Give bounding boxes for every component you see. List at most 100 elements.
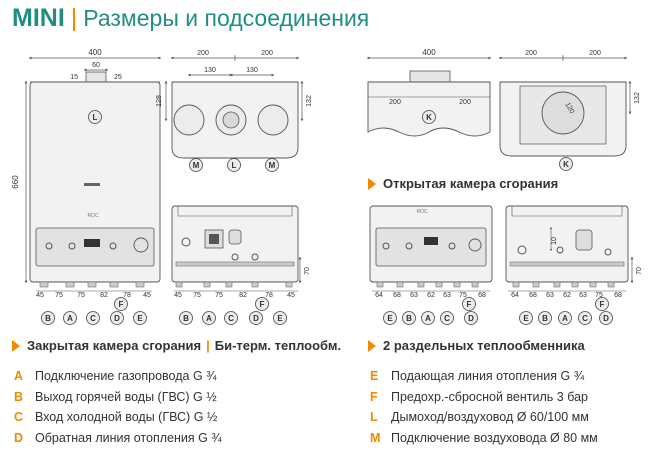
dim-15-label: 15	[70, 74, 78, 81]
legend-item: F Предохр.-сбросной вентиль 3 бар	[370, 387, 598, 408]
legend-text: Предохр.-сбросной вентиль 3 бар	[391, 389, 588, 404]
open-dim-200a-label: 200	[389, 99, 401, 106]
b2-dim-10-label: 10	[551, 237, 558, 245]
badge-l-front: L	[93, 113, 98, 122]
f2-dim-63b-label: 63	[443, 292, 451, 299]
b2-dim-75-label: 75	[595, 292, 603, 299]
b2-dim-63-label: 63	[546, 292, 554, 299]
dim-25-label: 25	[114, 74, 122, 81]
b2-dim-70-label: 70	[636, 267, 643, 275]
badge-d-1: D	[114, 314, 120, 323]
top-dim-200a-label: 200	[197, 50, 209, 57]
heading-closed-separator: |	[206, 338, 210, 353]
display-screen	[84, 239, 100, 247]
badge-f-3: F	[467, 300, 472, 309]
legend-letter: C	[14, 410, 24, 425]
legend-right: E Подающая линия отопления G ¾ F Предохр.-…	[370, 366, 598, 448]
bottom-dim-45a-label: 45	[174, 292, 182, 299]
page-title: MINI | Размеры и подсоединения	[12, 4, 369, 34]
b2-dim-62-label: 62	[563, 292, 571, 299]
dim-78a-label: 78	[123, 292, 131, 299]
badge-a-2: A	[206, 314, 212, 323]
legend-text: Выход горячей воды (ГВС) G ½	[35, 389, 217, 404]
flue-pipe	[85, 71, 107, 83]
bottom-dim-82-label: 82	[239, 292, 247, 299]
top-dim-130b-label: 130	[246, 67, 258, 74]
f2-dim-63-label: 63	[410, 292, 418, 299]
dim-75a-label: 75	[55, 292, 63, 299]
dim-45a-label: 45	[36, 292, 44, 299]
open-dim-400-label: 400	[422, 48, 436, 57]
dim-60-label: 60	[92, 62, 100, 69]
front-view-two-exchangers: ROC 64 68 63 62 63 75 68	[369, 205, 493, 299]
badge-c-1: C	[90, 314, 96, 323]
b2-dim-68-label: 68	[529, 292, 537, 299]
front-logo: ROC	[87, 213, 99, 219]
legend-letter: F	[370, 389, 378, 404]
title-brand: MINI	[12, 4, 65, 32]
bottom-dim-75a-label: 75	[193, 292, 201, 299]
open-top-dim-200b-label: 200	[589, 50, 601, 57]
badge-k-front: K	[426, 113, 432, 122]
open-dim-200b-label: 200	[459, 99, 471, 106]
legend-text: Дымоход/воздуховод Ø 60/100 мм	[391, 410, 589, 425]
heading-closed-chamber: Закрытая камера сгорания | Би-терм. тепл…	[12, 338, 341, 353]
badge-a-1: A	[67, 314, 73, 323]
heading-two-exchangers: 2 раздельных теплообменника	[368, 338, 585, 353]
draft-hood	[409, 70, 451, 83]
badge-e-2: E	[277, 314, 283, 323]
connection-badges: L M L M K K B A C F D E B A C F D E	[41, 110, 613, 325]
badge-b-4: B	[542, 314, 548, 323]
b2-dim-64-label: 64	[511, 292, 519, 299]
badge-f-4: F	[600, 300, 605, 309]
top-view-closed-chamber: 200 200 130 130 132 128	[156, 50, 313, 159]
b2-dim-63b-label: 63	[579, 292, 587, 299]
left-air-duct	[173, 104, 205, 136]
dim-45b-label: 45	[143, 292, 151, 299]
title-separator: |	[70, 4, 78, 32]
legend-text: Подающая линия отопления G ¾	[391, 369, 585, 384]
badge-a-4: A	[562, 314, 568, 323]
dim-75b-label: 75	[77, 292, 85, 299]
badge-e-1: E	[137, 314, 143, 323]
legend-letter: M	[370, 430, 381, 445]
badge-l-top: L	[232, 161, 237, 170]
badge-b-3: B	[406, 314, 412, 323]
legend-item: C Вход холодной воды (ГВС) G ½	[14, 407, 222, 428]
open-dim-132-label: 132	[634, 92, 641, 104]
top-view-open-chamber: 200 200 120 132	[498, 50, 641, 157]
triangle-bullet-icon	[368, 177, 376, 190]
legend-letter: L	[370, 410, 378, 425]
heading-open-chamber: Открытая камера сгорания	[368, 176, 558, 191]
title-text: Размеры и подсоединения	[83, 5, 370, 31]
bottom-dim-70-label: 70	[304, 267, 311, 275]
badge-a-3: A	[425, 314, 431, 323]
legend-text: Обратная линия отопления G ¾	[35, 430, 222, 445]
badge-b-2: B	[183, 314, 189, 323]
badge-c-2: C	[228, 314, 234, 323]
front-view-closed-chamber: 400 60 15 25 100 200 200 660 ROC 45 75 7…	[11, 48, 162, 299]
front2-logo: ROC	[416, 209, 428, 215]
top-dim-130a-label: 130	[204, 67, 216, 74]
legend-text: Подключение воздуховода Ø 80 мм	[391, 430, 598, 445]
badge-e-3: E	[387, 314, 393, 323]
bottom-view-closed-chamber: 70 45 75 75 82 78 45	[171, 205, 311, 299]
top-dim-128-label: 128	[156, 95, 163, 107]
legend-text: Подключение газопровода G ¾	[35, 369, 217, 384]
dim-660-label: 660	[11, 175, 20, 189]
heading-open-text: Открытая камера сгорания	[383, 176, 559, 191]
legend-letter: E	[370, 369, 379, 384]
dim-400-label: 400	[88, 48, 102, 57]
badge-k-top: K	[563, 160, 569, 169]
front-view-open-chamber: 400 200 200	[366, 48, 492, 137]
legend-text: Вход холодной воды (ГВС) G ½	[35, 410, 218, 425]
f2-dim-64-label: 64	[375, 292, 383, 299]
badge-b-1: B	[45, 314, 51, 323]
heading-two-exchangers-text: 2 раздельных теплообменника	[383, 338, 585, 353]
bottom-dim-45b-label: 45	[287, 292, 295, 299]
